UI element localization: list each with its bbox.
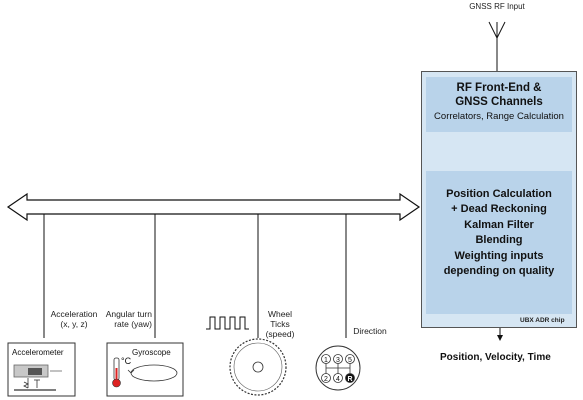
processing-line: Weighting inputs (454, 249, 544, 262)
wheel-icon (229, 338, 287, 396)
accelerometer-label: Accelerometer (12, 348, 64, 357)
chip-tag: UBX ADR chip (520, 317, 565, 324)
position-calculation-block: Position Calculation + Dead Reckoning Ka… (426, 171, 572, 314)
processing-line: Kalman Filter (464, 218, 534, 231)
antenna-label: GNSS RF Input (469, 2, 525, 11)
gear-shift-icon: 1 3 5 2 4 R (315, 345, 361, 391)
processing-line: Blending (475, 234, 523, 247)
wheel-ticks-waveform-icon (206, 316, 249, 330)
front-end-subtitle: Correlators, Range Calculation (434, 111, 564, 122)
wheel-ticks-signal-label: Wheel Ticks (speed) (265, 309, 295, 339)
gear-label: R (347, 376, 352, 383)
gear-label: 4 (336, 376, 340, 383)
gear-label: 2 (324, 376, 328, 383)
gyro-unit-label: °C (121, 356, 132, 366)
gear-label: 1 (324, 357, 328, 364)
rf-front-end-block: RF Front-End & GNSS Channels Correlators… (426, 77, 572, 132)
gyroscope-label: Gyroscope (132, 348, 171, 357)
gear-label: 3 (336, 357, 340, 364)
data-bus-arrow (6, 192, 421, 222)
front-end-title-line: GNSS Channels (455, 96, 543, 108)
angular-rate-signal-label: Angular turn rate (yaw) (105, 309, 152, 329)
accelerometer-icon (7, 342, 76, 397)
gyroscope-icon (106, 342, 184, 397)
processing-line: Position Calculation (446, 188, 552, 200)
gear-label: 5 (348, 357, 352, 364)
acceleration-signal-label: Acceleration (x, y, z) (50, 309, 98, 329)
direction-signal-label: Direction (353, 326, 387, 336)
front-end-title-line: RF Front-End & (456, 82, 542, 94)
processing-line: depending on quality (443, 265, 555, 278)
sensor-connectors (43, 214, 347, 338)
antenna-icon (488, 21, 506, 71)
processing-line: + Dead Reckoning (451, 203, 547, 216)
output-label: Position, Velocity, Time (440, 352, 551, 363)
